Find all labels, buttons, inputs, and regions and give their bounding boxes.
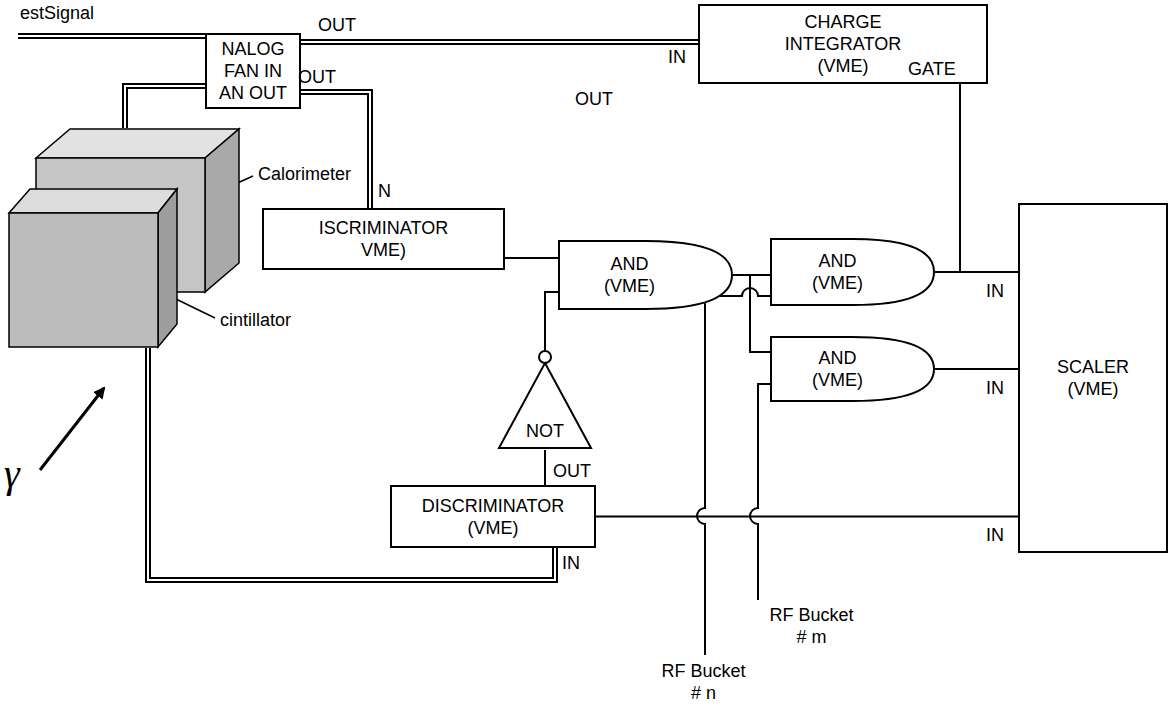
rf-bucket-label: RF Bucket # n (656, 660, 751, 704)
node-text: AND (VME) (793, 347, 883, 391)
and-gate-outline (770, 238, 935, 306)
port-label: IN (562, 552, 580, 574)
scaler-box: SCALER (VME) (1018, 203, 1168, 553)
cable-outer (125, 86, 205, 128)
cable-outer (301, 39, 698, 45)
logic-wire (935, 272, 1018, 273)
wire-line (545, 292, 558, 350)
port-label: N (378, 180, 391, 202)
and-gate: AND (VME) (558, 240, 733, 310)
node-text: ISCRIMINATOR VME) (309, 217, 459, 261)
rf-bucket-wire (750, 384, 770, 600)
node-text: CHARGE INTEGRATOR (VME) (763, 11, 923, 77)
logic-wire (596, 516, 1018, 517)
test-signal-cable (18, 36, 205, 37)
and-gate: AND (VME) (770, 238, 935, 306)
port-label: OUT (553, 460, 591, 482)
wire-line (750, 275, 770, 352)
and-gate-outline (558, 240, 733, 310)
port-label: OUT (318, 14, 356, 36)
logic-wire (935, 84, 960, 272)
signal-cable (125, 86, 205, 128)
wire-line (596, 516, 1018, 518)
fan-in-out-box: NALOG FAN IN AN OUT (205, 33, 301, 109)
discriminator-box: ISCRIMINATOR VME) (262, 208, 505, 270)
port-label: GATE (908, 58, 956, 80)
node-text: AND (VME) (585, 253, 675, 297)
photon-arrow (40, 388, 104, 470)
cable-inner (301, 92, 370, 208)
signal-name: estSignal (20, 2, 94, 24)
signal-cable (301, 92, 370, 208)
node-text: NOT (526, 420, 564, 442)
node-text: SCALER (VME) (1053, 356, 1133, 400)
slab-face (158, 189, 177, 347)
rf-bucket-label: RF Bucket # m (764, 604, 859, 648)
logic-wire (545, 450, 546, 485)
and-gate-outline (770, 336, 935, 402)
port-label: IN (986, 524, 1004, 546)
wire-line (733, 274, 770, 276)
wire-line (935, 84, 960, 272)
logic-wire (750, 275, 770, 352)
cube-face (36, 129, 239, 158)
logic-wire (935, 369, 1018, 370)
node-text: NALOG FAN IN AN OUT (213, 38, 293, 104)
wire-line (544, 450, 546, 485)
gate-outline (771, 239, 934, 305)
gate-outline (771, 337, 934, 401)
gate-outline (559, 241, 732, 309)
wire-line (935, 271, 1018, 273)
slab-face (9, 189, 177, 213)
cable-inner (301, 41, 698, 43)
logic-wire (733, 275, 770, 276)
port-label: IN (986, 377, 1004, 399)
cable-outer (301, 92, 370, 208)
port-label: OUT (575, 88, 613, 110)
not-gate: NOT (497, 350, 593, 450)
port-label: OUT (298, 66, 336, 88)
slab-face (9, 213, 158, 347)
node-text: DISCRIMINATOR (VME) (398, 495, 588, 539)
node-text: cintillator (220, 309, 291, 331)
rf-bucket-wire (697, 288, 770, 655)
inverter-bubble (539, 351, 551, 363)
port-label: IN (986, 280, 1004, 302)
discriminator-box: DISCRIMINATOR (VME) (390, 485, 596, 548)
logic-wire (545, 292, 558, 350)
gate-outline (499, 363, 591, 448)
node-text: Calorimeter (258, 163, 351, 185)
logic-wire (505, 258, 558, 259)
port-label: IN (668, 46, 686, 68)
wire-line (505, 257, 558, 259)
photon-symbol: γ (4, 452, 20, 496)
cube-face (205, 129, 239, 292)
wire-line (935, 368, 1018, 370)
scintillator-slab: cintillator (8, 188, 178, 348)
and-gate: AND (VME) (770, 336, 935, 402)
scintillator-drawing (8, 188, 178, 348)
node-text: AND (VME) (793, 250, 883, 294)
cable-inner (125, 86, 205, 128)
signal-cable (301, 42, 698, 43)
